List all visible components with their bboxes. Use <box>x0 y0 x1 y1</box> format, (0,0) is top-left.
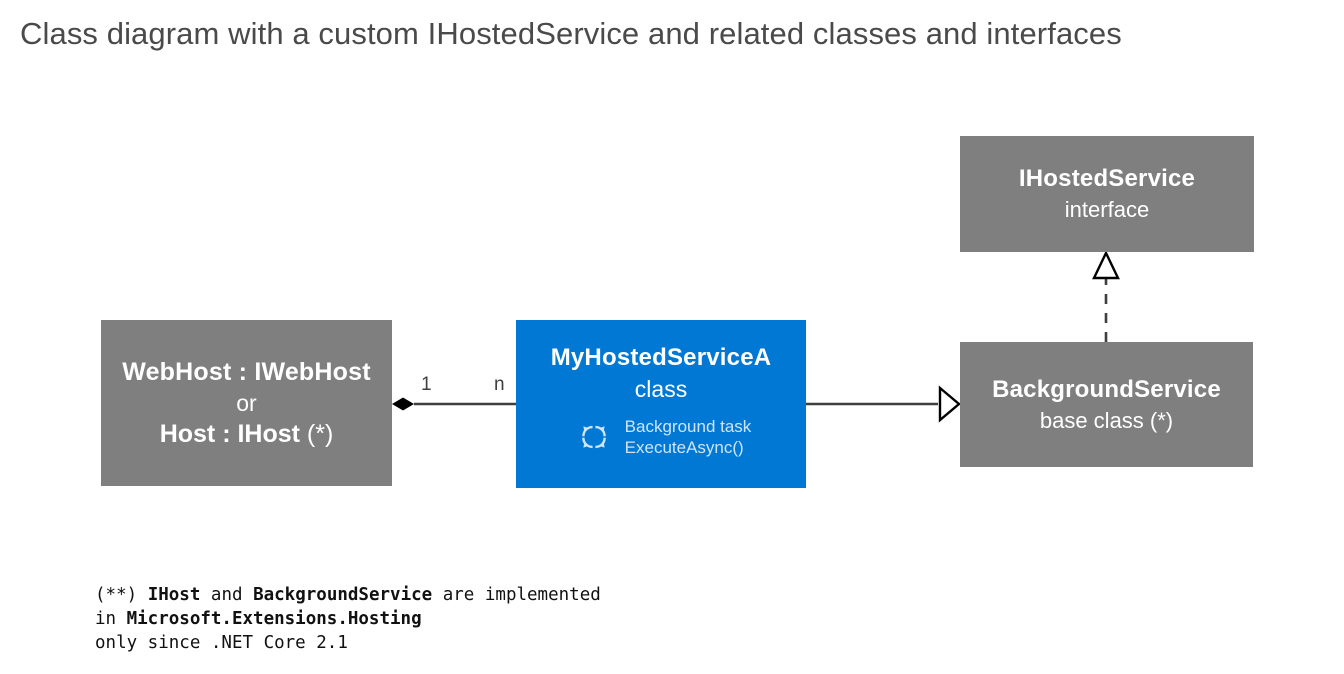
footnote: (**) IHost and BackgroundService are imp… <box>95 583 601 655</box>
class-node-myhostedservicea[interactable]: MyHostedServiceA class <box>516 320 806 488</box>
footnote-namespace: Microsoft.Extensions.Hosting <box>126 609 422 629</box>
footnote-backgroundservice: BackgroundService <box>253 585 433 605</box>
class-node-backgroundservice-title: BackgroundService <box>992 375 1221 403</box>
background-task-method: ExecuteAsync() <box>624 438 744 457</box>
interface-node-ihostedservice[interactable]: IHostedService interface <box>960 136 1254 252</box>
interface-node-ihostedservice-title: IHostedService <box>1018 165 1196 192</box>
hollow-triangle-up-icon <box>1092 250 1120 280</box>
footnote-version: only since .NET Core 2.1 <box>95 633 348 653</box>
footnote-implemented: are implemented <box>432 585 601 605</box>
edge-realization-backgroundservice-ihostedservice <box>1092 250 1120 342</box>
edge-composition-webhost-myhostedservice <box>392 397 516 411</box>
footnote-and: and <box>200 585 254 605</box>
filled-diamond-icon <box>392 397 414 411</box>
interface-node-ihostedservice-stereotype: interface <box>1064 197 1150 222</box>
class-node-webhost-title: WebHost : IWebHost <box>122 358 371 386</box>
background-task-label: Background task <box>624 417 752 436</box>
class-node-myhostedservicea-title: MyHostedServiceA <box>550 344 772 371</box>
class-node-webhost-or-separator: or <box>236 390 257 416</box>
class-node-webhost-alternative-footnote-marker: (*) <box>306 420 334 448</box>
background-task-text: Background task ExecuteAsync() <box>625 416 752 458</box>
class-node-webhost[interactable]: WebHost : IWebHost or Host : IHost (*) <box>101 320 392 486</box>
cycle-refresh-icon <box>581 425 606 449</box>
class-node-webhost-alternative: Host : IHost (*) <box>160 418 334 450</box>
edge-label-multiplicity-one: 1 <box>421 374 432 395</box>
footnote-ihost: IHost <box>147 585 201 605</box>
class-node-webhost-alternative-name: Host : IHost <box>159 420 307 448</box>
footnote-in: in <box>95 609 127 629</box>
edge-generalization-myhostedservice-backgroundservice <box>806 385 961 423</box>
footnote-marker: (**) <box>95 585 148 605</box>
class-node-myhostedservicea-stereotype: class <box>634 376 688 402</box>
hollow-triangle-right-icon <box>938 385 961 423</box>
edge-label-multiplicity-n: n <box>494 374 505 395</box>
class-node-backgroundservice-stereotype: base class (*) <box>1039 407 1174 433</box>
page-title: Class diagram with a custom IHostedServi… <box>20 16 1122 51</box>
background-task-row: Background task ExecuteAsync() <box>571 416 752 458</box>
class-node-backgroundservice[interactable]: BackgroundService base class (*) <box>960 342 1253 467</box>
